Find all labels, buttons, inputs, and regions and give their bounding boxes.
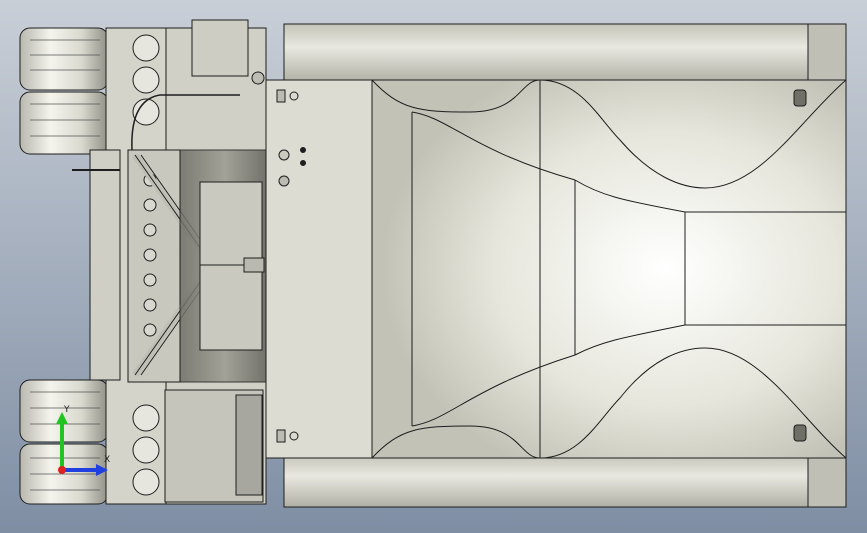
rail-top bbox=[283, 23, 847, 83]
tire-top-inner bbox=[19, 91, 109, 155]
tires bbox=[19, 27, 109, 505]
bucket-bowl bbox=[371, 79, 847, 459]
rail-bottom bbox=[283, 454, 847, 508]
top-box bbox=[191, 19, 249, 77]
body-panel bbox=[265, 79, 847, 459]
operator-controls bbox=[276, 89, 807, 443]
bumper-holes bbox=[132, 34, 160, 496]
side-boxes bbox=[131, 19, 265, 503]
axis-triad: Y X bbox=[56, 405, 110, 476]
x-axis-label: X bbox=[104, 455, 110, 465]
z-axis-dot bbox=[58, 466, 66, 474]
radiator bbox=[127, 149, 271, 383]
tire-top-outer bbox=[19, 27, 109, 91]
hydraulic-line bbox=[131, 94, 240, 151]
front-cross-member bbox=[89, 149, 121, 381]
y-axis-label: Y bbox=[63, 405, 70, 415]
side-rails bbox=[283, 23, 847, 508]
operator-plate bbox=[265, 79, 373, 459]
bucket-outline bbox=[371, 79, 847, 189]
